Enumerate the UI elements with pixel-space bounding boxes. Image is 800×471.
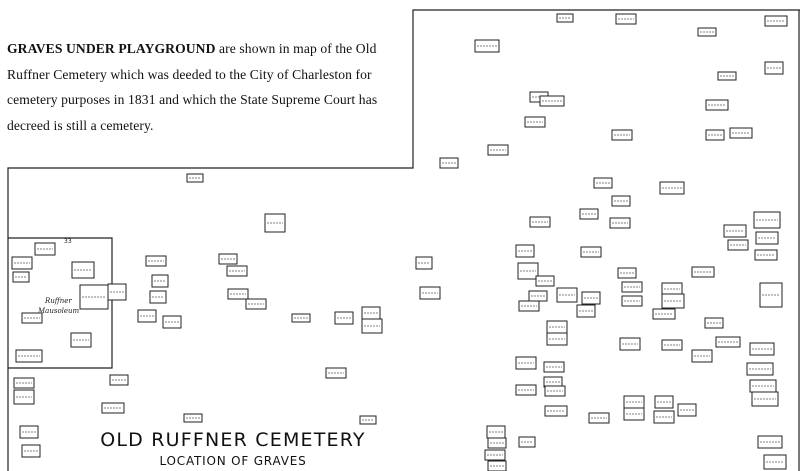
mausoleum-label: Mausoleum (37, 307, 80, 315)
map-title: OLD RUFFNER CEMETERY (100, 429, 366, 451)
caption-lead: GRAVES UNDER PLAYGROUND (7, 41, 216, 56)
caption-body: are shown in map of the Old Ruffner Ceme… (7, 41, 378, 133)
cemetery-boundary (7, 9, 800, 471)
corner-number: 33 (64, 238, 72, 245)
caption: GRAVES UNDER PLAYGROUND are shown in map… (7, 36, 399, 138)
grave-markers (11, 13, 788, 471)
ruffner-enclosure (8, 237, 113, 369)
map-subtitle: LOCATION OF GRAVES (159, 454, 307, 468)
ruffner-enclosure-label: Ruffner (44, 297, 72, 305)
